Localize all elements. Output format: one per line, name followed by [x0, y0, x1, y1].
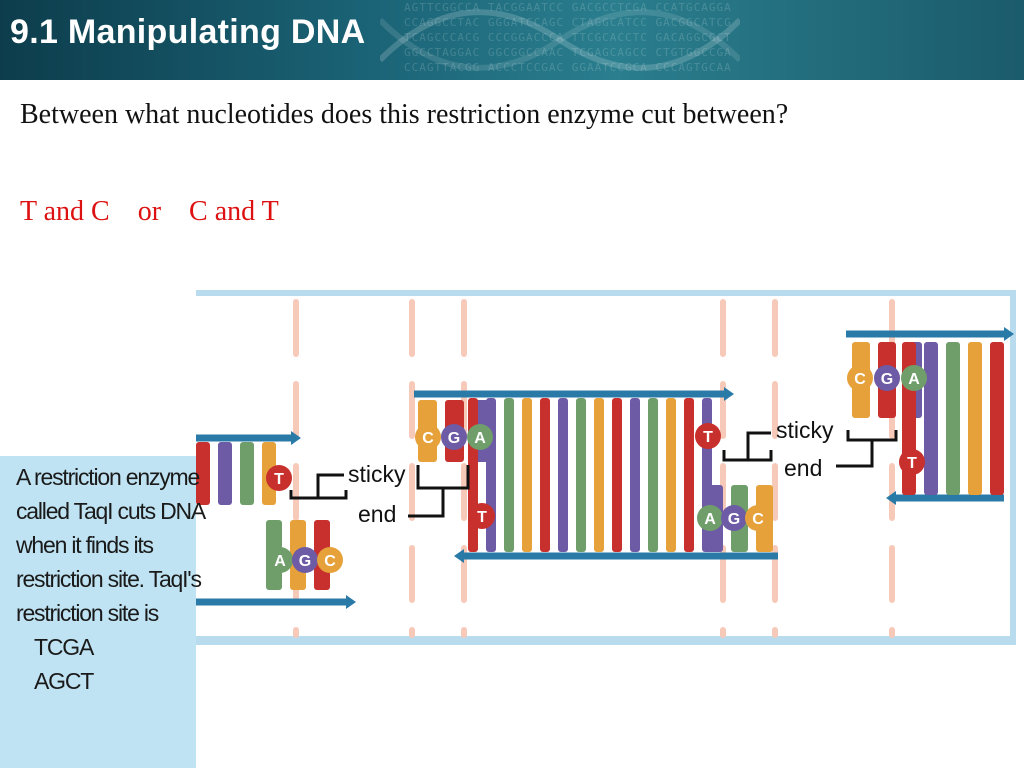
- nucleotide-badge-label: T: [274, 471, 284, 488]
- info-line: restriction site. TaqI's: [16, 566, 202, 592]
- nucleotide-badge-circle: [469, 503, 495, 529]
- nucleotide-badge-circle: [415, 424, 441, 450]
- site-bottom-sequence: AGCT: [34, 668, 94, 694]
- nucleotide-badge-label: A: [274, 553, 286, 570]
- base-pair-bar: [576, 398, 586, 552]
- sticky-end-bracket: [722, 431, 773, 462]
- backbone-arrowhead: [454, 549, 464, 563]
- sticky-end-bracket: [289, 473, 348, 500]
- nucleotide-badge-circle: [441, 424, 467, 450]
- sticky-end-bracket: [408, 465, 470, 518]
- nucleotide-badge-circle: [721, 505, 747, 531]
- nucleotide-badge-label: T: [907, 455, 917, 472]
- answer-option-b: C and T: [189, 196, 279, 227]
- nucleotide-badge-label: T: [703, 429, 713, 446]
- slide-header: AGTTCGGCCA TACGGAATCC GACGCCTCGA CCATGCA…: [0, 0, 1024, 80]
- base-pair-bar: [558, 398, 568, 552]
- sticky-end-label: end: [784, 455, 822, 481]
- nucleotide-badge-circle: [847, 365, 873, 391]
- nucleotide-badge-label: C: [422, 430, 434, 447]
- nucleotide-badge-circle: [899, 449, 925, 475]
- info-box: A restriction enzyme called TaqI cuts DN…: [0, 456, 206, 768]
- nucleotide-badge-label: G: [728, 511, 740, 528]
- nucleotide-badge-label: A: [704, 511, 716, 528]
- nucleotide-badge-circle: [317, 547, 343, 573]
- nucleotide-badge-circle: [267, 547, 293, 573]
- nucleotide-badge-circle: [745, 505, 771, 531]
- nucleotide-badge-circle: [901, 365, 927, 391]
- site-top-sequence: TCGA: [34, 634, 94, 660]
- base-pair-bar: [648, 398, 658, 552]
- nucleotide-badge-label: A: [908, 371, 920, 388]
- answer-text: T and C or C and T: [20, 196, 279, 228]
- base-pair-bar: [666, 398, 676, 552]
- base-pair-bar: [968, 342, 982, 495]
- answer-separator: or: [137, 196, 162, 227]
- sticky-end-label: sticky: [776, 417, 834, 443]
- question-text: Between what nucleotides does this restr…: [20, 99, 789, 130]
- nucleotide-badge-label: C: [854, 371, 866, 388]
- nucleotide-badge-label: A: [474, 430, 486, 447]
- info-line: A restriction enzyme: [16, 464, 200, 490]
- info-line: restriction site is: [16, 600, 159, 626]
- backbone-arrowhead: [724, 387, 734, 401]
- info-line: called TaqI cuts DNA: [16, 498, 206, 524]
- sticky-end-label: sticky: [348, 461, 406, 487]
- base-pair-bar: [924, 342, 938, 495]
- nucleotide-badge-circle: [292, 547, 318, 573]
- info-line: when it finds its: [16, 532, 154, 558]
- base-pair-bar: [990, 342, 1004, 495]
- base-pair-bar: [504, 398, 514, 552]
- nucleotide-badge-circle: [697, 505, 723, 531]
- base-pair-bar: [240, 442, 254, 505]
- sticky-end-label: end: [358, 501, 396, 527]
- base-pair-bar: [594, 398, 604, 552]
- nucleotide-badge-circle: [695, 423, 721, 449]
- backbone-arrowhead: [346, 595, 356, 609]
- nucleotide-badge-label: C: [324, 553, 336, 570]
- base-pair-bar: [196, 442, 210, 505]
- backbone-arrowhead: [1004, 327, 1014, 341]
- dna-helix-decoration: [380, 9, 740, 71]
- nucleotide-badge-label: C: [752, 511, 764, 528]
- base-pair-bar: [946, 342, 960, 495]
- base-pair-bar: [630, 398, 640, 552]
- nucleotide-badge-circle: [266, 465, 292, 491]
- nucleotide-badge-label: T: [477, 509, 487, 526]
- nucleotide-badge-label: G: [881, 371, 893, 388]
- backbone-arrowhead: [886, 491, 896, 505]
- backbone-arrowhead: [291, 431, 301, 445]
- sticky-end-bracket: [836, 430, 898, 468]
- nucleotide-badge-label: G: [299, 553, 311, 570]
- nucleotide-badge-circle: [467, 424, 493, 450]
- base-pair-bar: [486, 398, 496, 552]
- sequence-background: AGTTCGGCCA TACGGAATCC GACGCCTCGA CCATGCA…: [404, 1, 732, 74]
- base-pair-bar: [218, 442, 232, 505]
- answer-option-a: T and C: [20, 196, 110, 227]
- slide-title: 9.1 Manipulating DNA: [10, 13, 366, 51]
- base-pair-bar: [612, 398, 622, 552]
- base-pair-bar: [540, 398, 550, 552]
- nucleotide-badge-label: G: [448, 430, 460, 447]
- nucleotide-badge-circle: [874, 365, 900, 391]
- base-pair-bar: [684, 398, 694, 552]
- base-pair-bar: [522, 398, 532, 552]
